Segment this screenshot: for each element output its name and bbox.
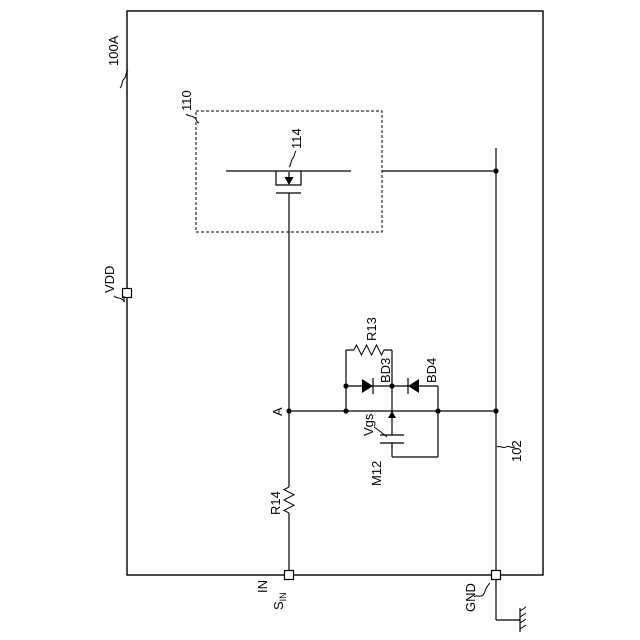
label-signal-in: SIN <box>271 592 288 610</box>
label-100a: 100A <box>106 35 121 66</box>
junction-dot <box>435 408 440 413</box>
signal-in-subscript: IN <box>278 592 288 601</box>
gnd-pad <box>492 571 501 580</box>
label-gnd-pin: GND <box>463 583 478 612</box>
resistor-r14 <box>284 487 294 513</box>
label-vdd: VDD <box>102 266 117 293</box>
leader-110 <box>186 114 199 123</box>
label-114: 114 <box>289 128 304 149</box>
label-102: 102 <box>509 440 524 462</box>
label-vgs: Vgs <box>361 413 376 436</box>
label-r13: R13 <box>364 317 379 341</box>
label-node-a: A <box>270 407 285 416</box>
leader-114 <box>289 151 296 167</box>
label-bd4: BD4 <box>424 358 439 383</box>
label-r14: R14 <box>268 491 283 515</box>
resistor-r13 <box>354 345 384 355</box>
transistor-114 <box>226 171 351 193</box>
diode-bd3 <box>362 378 373 394</box>
junction-dot <box>389 383 394 388</box>
ground-symbol <box>496 580 526 632</box>
signal-in-main: S <box>271 601 286 610</box>
label-m12: M12 <box>369 461 384 486</box>
junction-dot <box>343 408 348 413</box>
junction-dot <box>343 383 348 388</box>
label-110: 110 <box>179 90 194 111</box>
in-pad <box>285 571 294 580</box>
junction-dot <box>493 168 498 173</box>
label-bd3: BD3 <box>378 358 393 383</box>
label-in-pin: IN <box>255 580 270 593</box>
junction-dot <box>493 408 498 413</box>
diode-bd4 <box>408 378 419 394</box>
mosfet-m12 <box>374 411 438 457</box>
junction-dot <box>286 408 291 413</box>
